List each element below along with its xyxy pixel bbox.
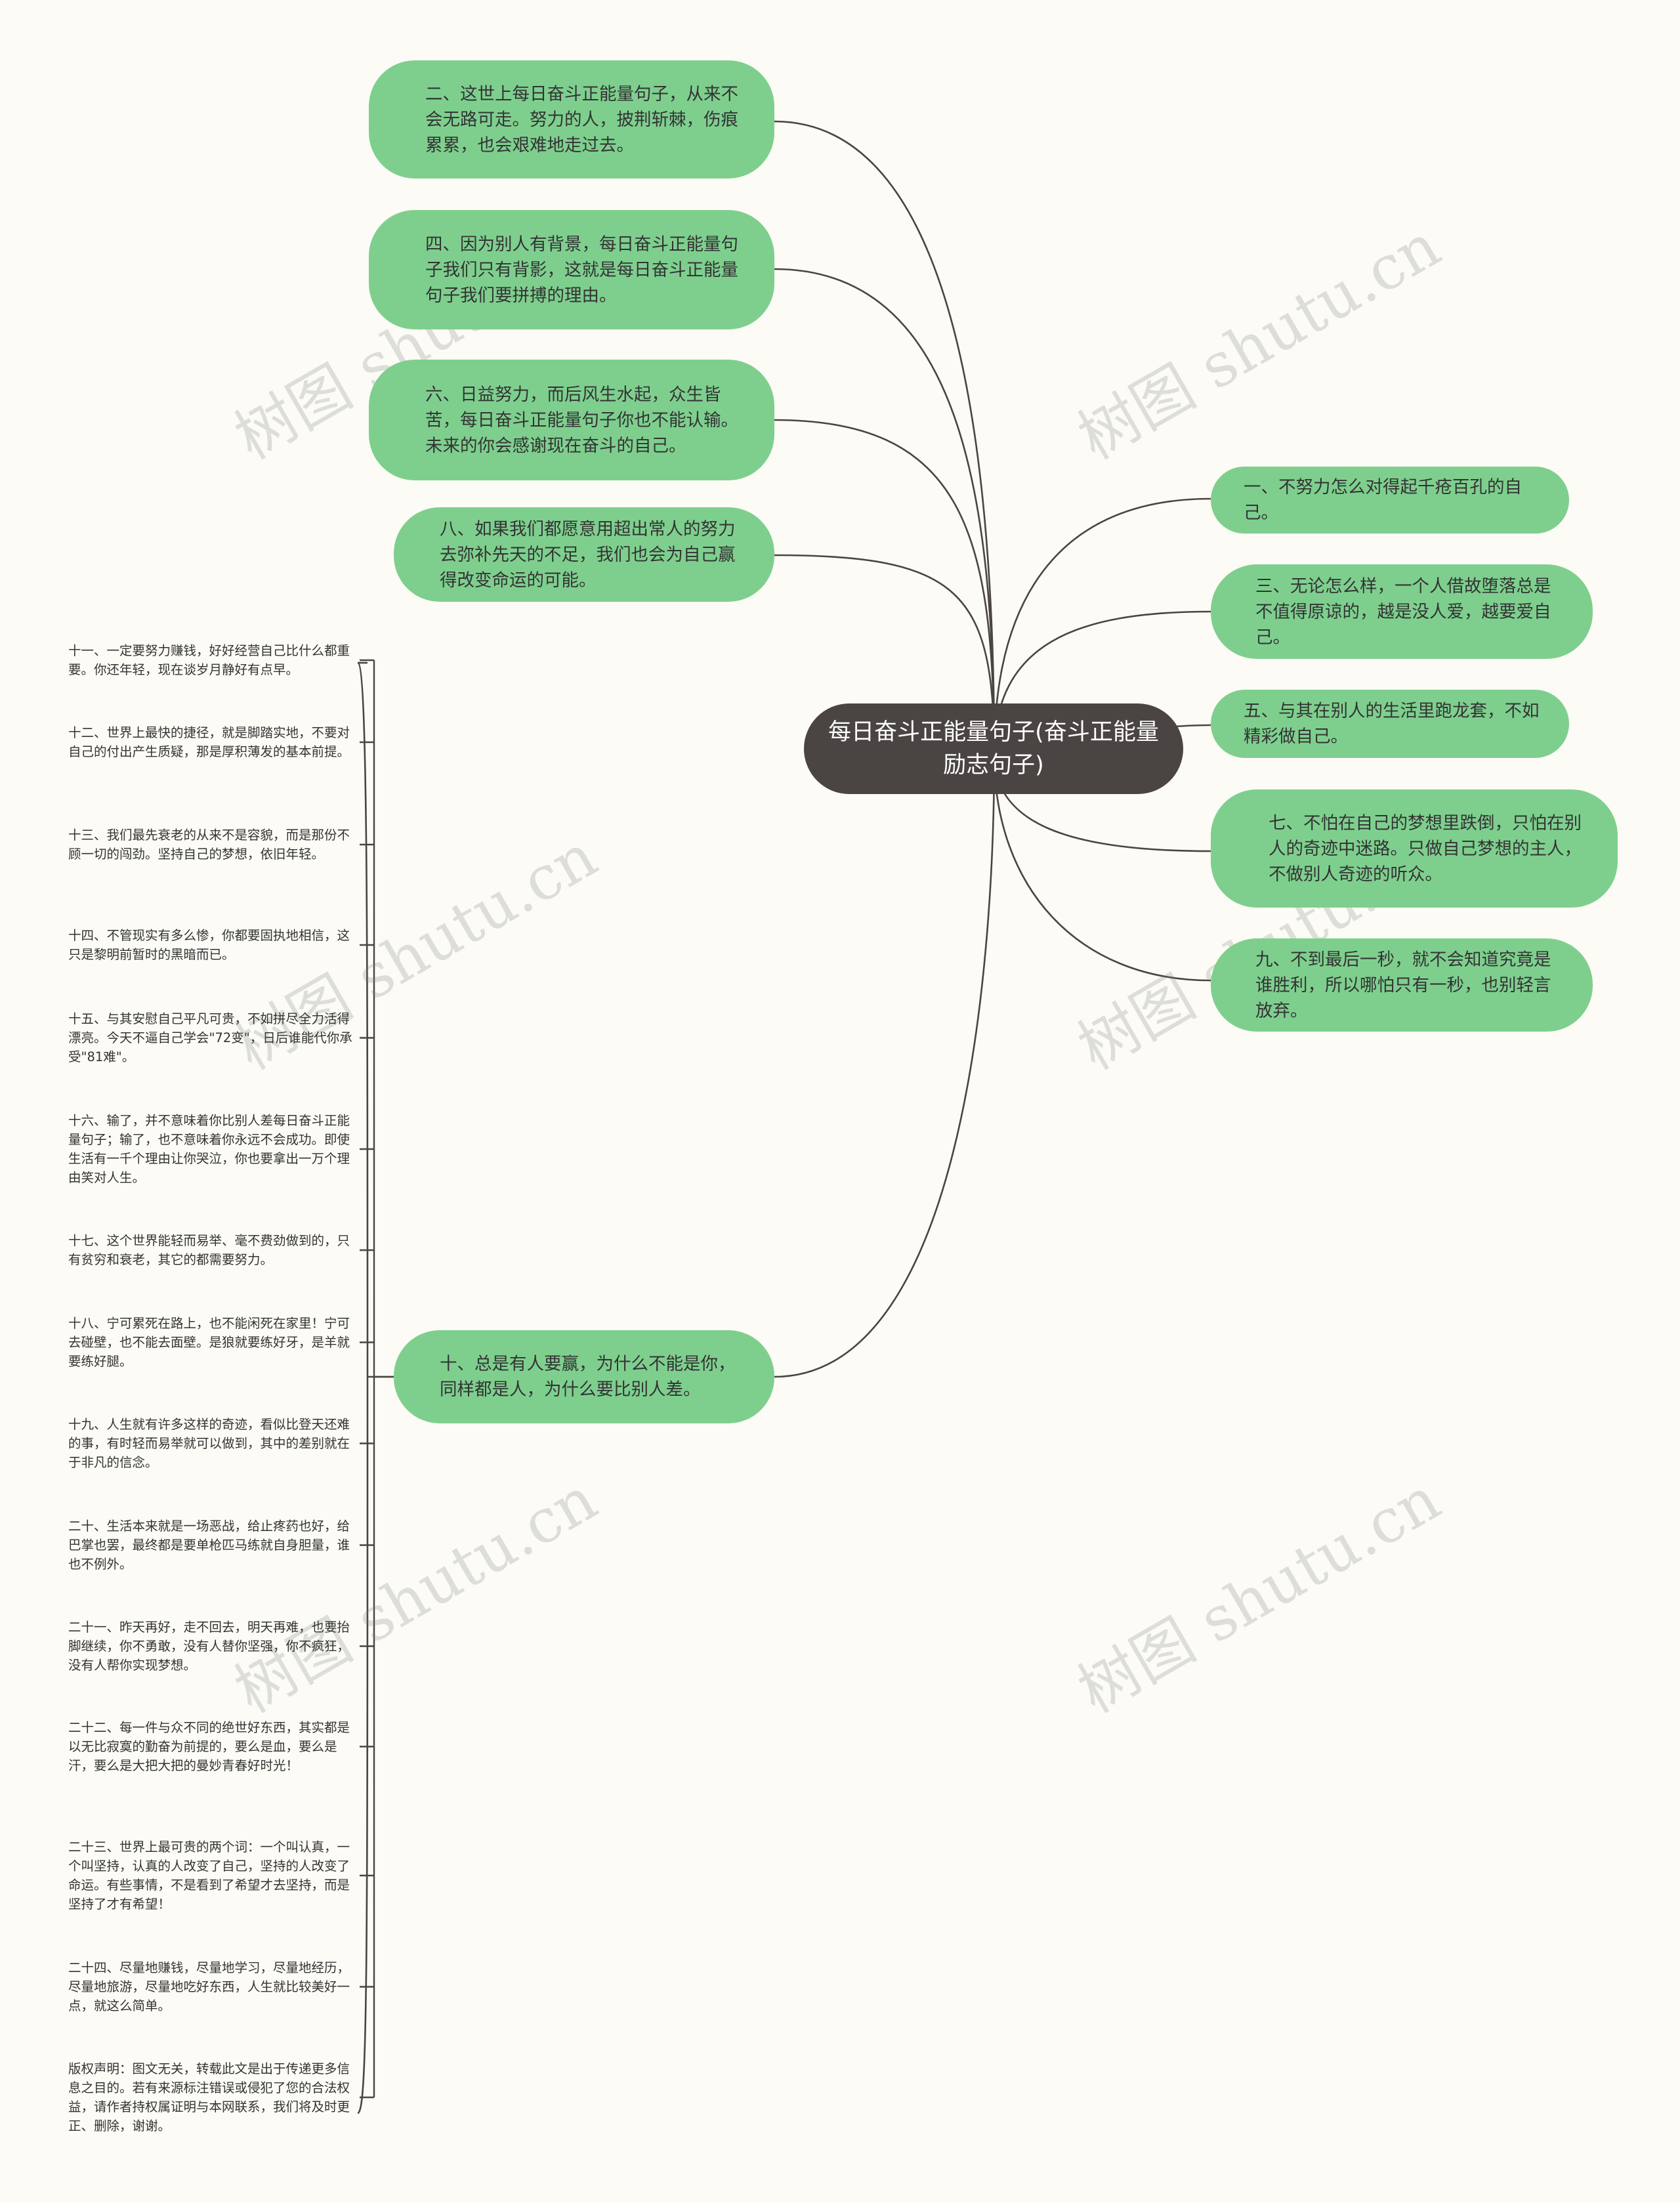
leaf-item: 二十、生活本来就是一场恶战，给止疼药也好，给巴掌也罢，最终都是要单枪匹马练就自身… (68, 1519, 350, 1572)
branch-node-right[interactable]: 三、无论怎么样，一个人借故堕落总是不值得原谅的，越是没人爱，越要爱自己。 (1211, 564, 1593, 659)
leaf-item: 十一、一定要努力赚钱，好好经营自己比什么都重要。你还年轻，现在谈岁月静好有点早。 (68, 643, 350, 677)
connector-line (774, 754, 996, 1378)
central-topic[interactable]: 每日奋斗正能量句子(奋斗正能量励志句子) (804, 703, 1183, 794)
branch-node-text: 八、如果我们都愿意用超出常人的努力去弥补先天的不足，我们也会为自己赢得改变命运的… (440, 518, 736, 591)
leaf-item: 十二、世界上最快的捷径，就是脚踏实地，不要对自己的付出产生质疑，那是厚积薄发的基… (68, 725, 350, 759)
leaf-item: 十四、不管现实有多么惨，你都要固执地相信，这只是黎明前暂时的黑暗而已。 (68, 928, 350, 962)
branch-node-right[interactable]: 一、不努力怎么对得起千疮百孔的自己。 (1211, 467, 1569, 534)
leaf-item: 十六、输了，并不意味着你比别人差每日奋斗正能量句子；输了，也不意味着你永远不会成… (68, 1113, 350, 1185)
connector-line (774, 554, 996, 755)
branch-node-text: 七、不怕在自己的梦想里跌倒，只怕在别人的奇迹中迷路。只做自己梦想的主人，不做别人… (1269, 812, 1582, 885)
connector-line (774, 268, 996, 755)
branch-node-text: 一、不努力怎么对得起千疮百孔的自己。 (1244, 477, 1522, 523)
leaf-item: 二十二、每一件与众不同的绝世好东西，其实都是以无比寂寞的勤奋为前提的，要么是血，… (68, 1720, 350, 1773)
leaf-item: 十三、我们最先衰老的从来不是容貌，而是那份不顾一切的闯劲。坚持自己的梦想，依旧年… (68, 828, 350, 862)
leaf-item: 十九、人生就有许多这样的奇迹，看似比登天还难的事，有时轻而易举就可以做到，其中的… (68, 1417, 350, 1470)
connector-line (774, 419, 996, 755)
leaf-item: 二十四、尽量地赚钱，尽量地学习，尽量地经历，尽量地旅游，尽量地吃好东西，人生就比… (68, 1960, 350, 2013)
leaf-item: 十七、这个世界能轻而易举、毫不费劲做到的，只有贫穷和衰老，其它的都需要努力。 (68, 1233, 350, 1267)
connector-line (356, 661, 369, 1377)
leaf-item: 版权声明：图文无关，转载此文是出于传递更多信息之目的。若有来源标注错误或侵犯了您… (68, 2061, 350, 2133)
branch-node-left[interactable]: 十、总是有人要赢，为什么不能是你，同样都是人，为什么要比别人差。 (394, 1330, 774, 1423)
connector-line (774, 120, 996, 755)
branch-node-right[interactable]: 七、不怕在自己的梦想里跌倒，只怕在别人的奇迹中迷路。只做自己梦想的主人，不做别人… (1211, 789, 1618, 908)
branch-node-left[interactable]: 二、这世上每日奋斗正能量句子，从来不会无路可走。努力的人，披荆斩棘，伤痕累累，也… (369, 60, 774, 178)
connector-line (993, 754, 1211, 982)
leaf-item: 十五、与其安慰自己平凡可贵，不如拼尽全力活得漂亮。今天不逼自己学会"72变"，日… (68, 1011, 352, 1064)
branch-node-right[interactable]: 五、与其在别人的生活里跑龙套，不如精彩做自己。 (1211, 690, 1569, 758)
branch-node-text: 三、无论怎么样，一个人借故堕落总是不值得原谅的，越是没人爱，越要爱自己。 (1255, 576, 1551, 648)
branch-node-text: 十、总是有人要赢，为什么不能是你，同样都是人，为什么要比别人差。 (440, 1354, 736, 1400)
leaf-item: 十八、宁可累死在路上，也不能闲死在家里！宁可去碰壁，也不能去面壁。是狼就要练好牙… (68, 1316, 350, 1369)
leaf-item: 二十一、昨天再好，走不回去，明天再难，也要抬脚继续，你不勇敢，没有人替你坚强，你… (68, 1620, 350, 1673)
leaf-item: 二十三、世界上最可贵的两个词：一个叫认真，一个叫坚持，认真的人改变了自己，坚持的… (68, 1839, 350, 1912)
branch-node-left[interactable]: 六、日益努力，而后风生水起，众生皆苦，每日奋斗正能量句子你也不能认输。未来的你会… (369, 360, 774, 480)
branch-node-text: 二、这世上每日奋斗正能量句子，从来不会无路可走。努力的人，披荆斩棘，伤痕累累，也… (425, 83, 738, 156)
connector-line (357, 1376, 369, 2114)
branch-node-left[interactable]: 八、如果我们都愿意用超出常人的努力去弥补先天的不足，我们也会为自己赢得改变命运的… (394, 507, 774, 602)
branch-node-text: 五、与其在别人的生活里跑龙套，不如精彩做自己。 (1244, 701, 1540, 747)
branch-node-right[interactable]: 九、不到最后一秒，就不会知道究竟是谁胜利，所以哪怕只有一秒，也别轻言放弃。 (1211, 938, 1593, 1032)
connector-line (993, 497, 1211, 755)
branch-node-text: 六、日益努力，而后风生水起，众生皆苦，每日奋斗正能量句子你也不能认输。未来的你会… (425, 384, 738, 456)
branch-node-text: 四、因为别人有背景，每日奋斗正能量句子我们只有背影，这就是每日奋斗正能量句子我们… (425, 234, 738, 306)
central-topic-label: 每日奋斗正能量句子(奋斗正能量励志句子) (828, 719, 1159, 778)
branch-node-text: 九、不到最后一秒，就不会知道究竟是谁胜利，所以哪怕只有一秒，也别轻言放弃。 (1255, 949, 1551, 1021)
branch-node-left[interactable]: 四、因为别人有背景，每日奋斗正能量句子我们只有背影，这就是每日奋斗正能量句子我们… (369, 210, 774, 329)
